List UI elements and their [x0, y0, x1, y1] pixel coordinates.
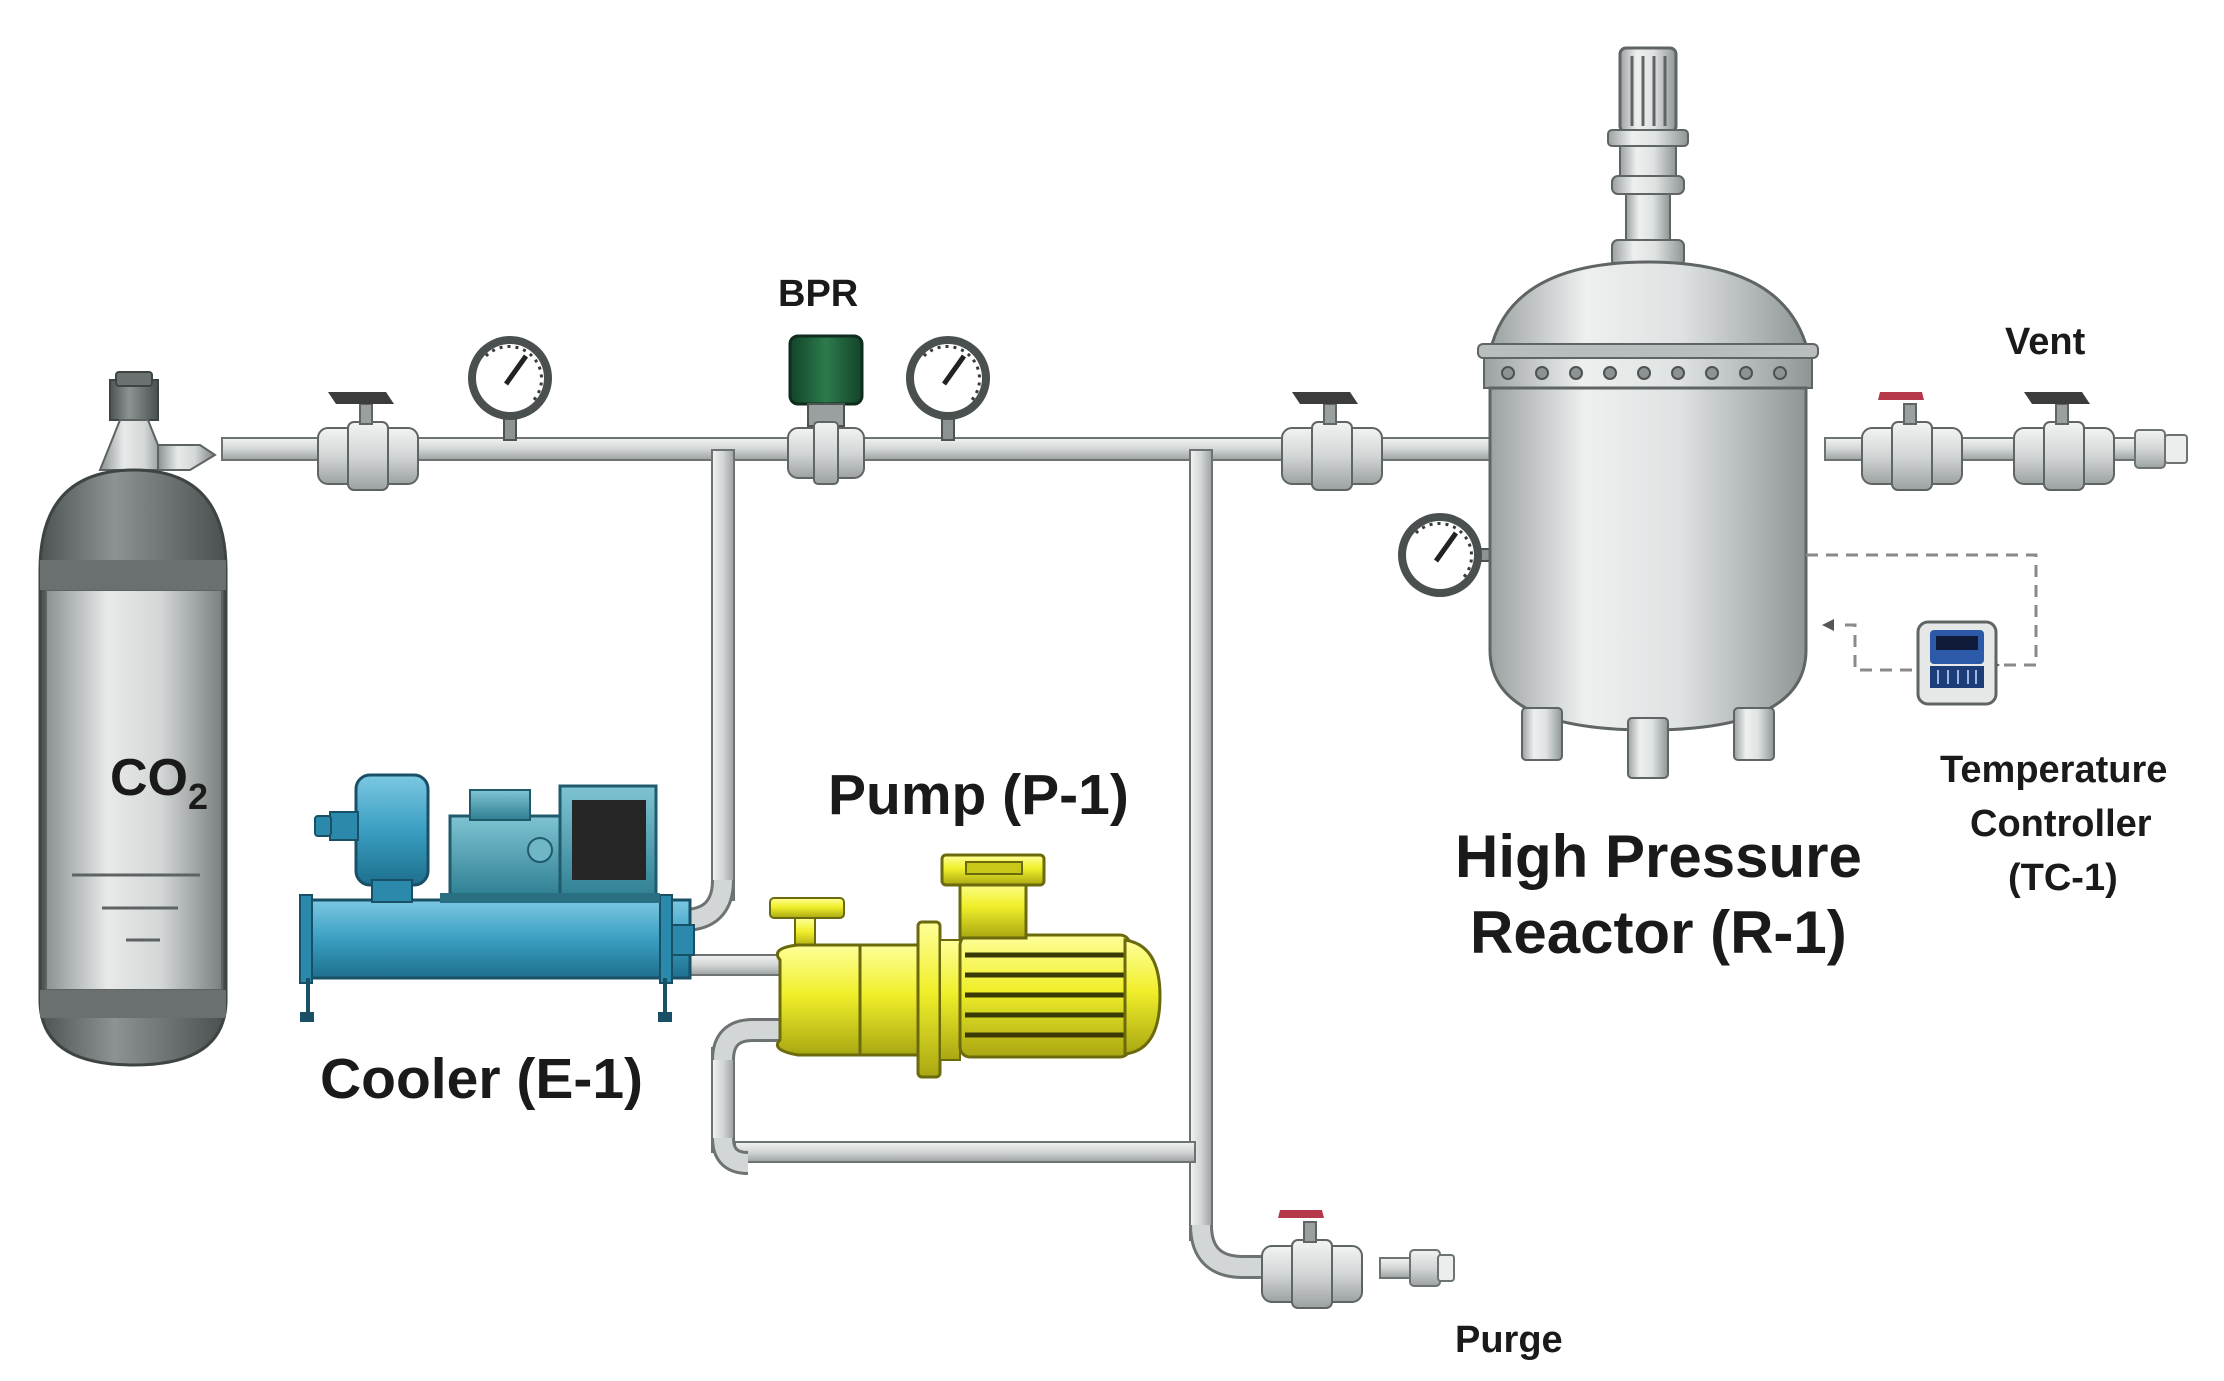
reactor-flange-bolts — [1501, 366, 1787, 380]
pressure-gauge-reactor — [1398, 513, 1503, 597]
pressure-gauge-2 — [906, 336, 990, 441]
reactor-label-line2: Reactor (R-1) — [1470, 899, 1847, 966]
cooler-label: Cooler (E-1) — [320, 1047, 643, 1111]
vent-label: Vent — [2005, 321, 2086, 363]
cooler-feed-pipe — [663, 449, 735, 932]
back-pressure-regulator — [787, 334, 865, 485]
valve-v1 — [317, 392, 419, 491]
pump-label: Pump (P-1) — [828, 763, 1129, 827]
pump-p1 — [769, 853, 1162, 1079]
cooler-e1 — [299, 773, 695, 1022]
pump-bypass-pipe — [711, 1018, 1196, 1175]
purge-outlet-pipe — [1379, 1249, 1455, 1287]
purge-pipe — [1189, 449, 1283, 1279]
tc-label-line3: (TC-1) — [2008, 857, 2118, 899]
cooler-to-pump-pipe — [689, 954, 786, 976]
purge-label: Purge — [1455, 1319, 1563, 1361]
tc-label-line2: Controller — [1970, 803, 2152, 845]
valve-v3 — [1861, 392, 1963, 491]
high-pressure-reactor-r1 — [1477, 46, 1819, 779]
valve-v2 — [1281, 392, 1383, 491]
valve-v4 — [2013, 392, 2115, 491]
temperature-control-loop — [1806, 553, 2038, 672]
bpr-label: BPR — [778, 273, 858, 315]
valve-purge — [1261, 1210, 1363, 1309]
co2-cylinder — [38, 371, 228, 1067]
co2-label: CO2 — [110, 749, 208, 817]
pressure-gauge-1 — [468, 336, 552, 441]
tc-label-line1: Temperature — [1940, 749, 2167, 791]
temperature-controller-tc1 — [1916, 620, 1998, 706]
reactor-label-line1: High Pressure — [1455, 823, 1862, 890]
